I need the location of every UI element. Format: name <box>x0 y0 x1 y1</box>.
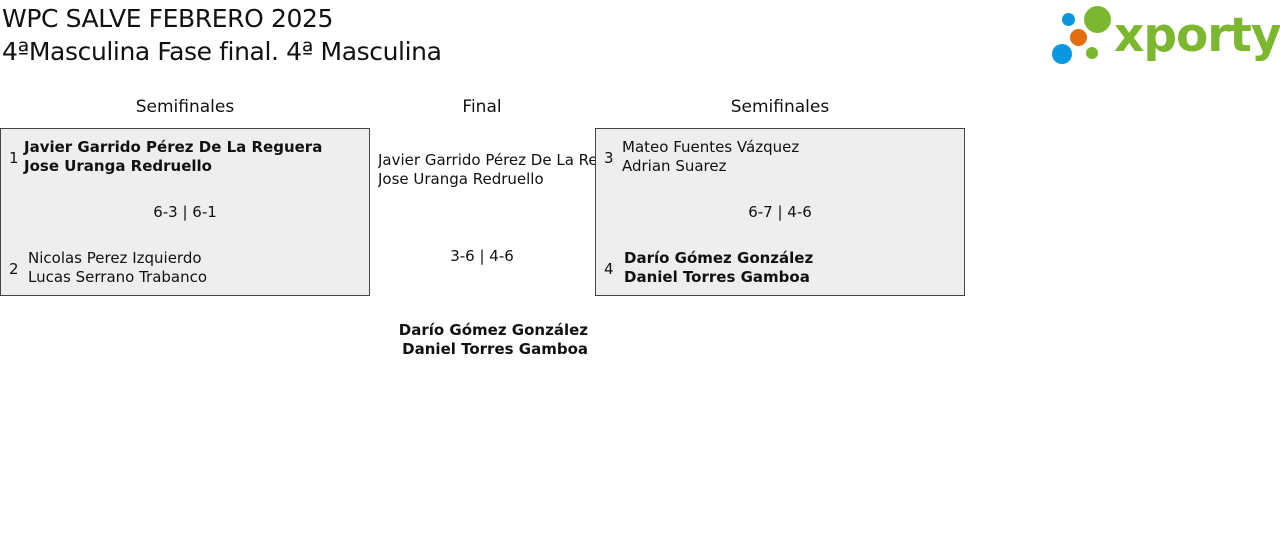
logo-dot-green-large <box>1084 6 1111 33</box>
match-semifinal-right[interactable]: 3 Mateo Fuentes Vázquez Adrian Suarez 6-… <box>595 128 965 296</box>
seed-number: 4 <box>604 260 614 278</box>
match-score: 3-6 | 4-6 <box>450 247 514 265</box>
match-score: 6-3 | 6-1 <box>153 203 217 221</box>
tournament-title: WPC SALVE FEBRERO 2025 <box>2 4 333 33</box>
player-name: Daniel Torres Gamboa <box>624 268 810 286</box>
match-semifinal-left[interactable]: 1 Javier Garrido Pérez De La Reguera Jos… <box>0 128 370 296</box>
player-name: Adrian Suarez <box>622 157 727 175</box>
team-entry-winner[interactable]: Javier Garrido Pérez De La Reguera Jose … <box>24 138 322 176</box>
player-name: Lucas Serrano Trabanco <box>28 268 208 286</box>
player-name: Javier Garrido Pérez De La Reguera <box>378 151 595 169</box>
column-header-semifinals-right: Semifinales <box>730 97 830 117</box>
final-team-top[interactable]: Javier Garrido Pérez De La Reguera Jose … <box>378 151 595 189</box>
player-name: Mateo Fuentes Vázquez <box>622 138 800 156</box>
player-name: Nicolas Perez Izquierdo <box>28 249 202 267</box>
logo-dot-green-small <box>1086 47 1098 59</box>
player-name: Javier Garrido Pérez De La Reguera <box>24 138 323 156</box>
page-title: WPC SALVE FEBRERO 2025 4ªMasculina Fase … <box>2 2 442 68</box>
team-entry-winner[interactable]: Darío Gómez González Daniel Torres Gambo… <box>624 249 813 287</box>
player-name: Jose Uranga Redruello <box>378 170 544 188</box>
player-name: Darío Gómez González <box>398 321 588 339</box>
column-header-final: Final <box>462 97 502 117</box>
column-header-semifinals-left: Semifinales <box>135 97 235 117</box>
category-title: 4ªMasculina Fase final. 4ª Masculina <box>2 37 442 66</box>
xporty-logo[interactable]: xporty <box>1050 4 1280 68</box>
logo-dot-orange <box>1070 29 1087 46</box>
final-team-winner[interactable]: Darío Gómez González Daniel Torres Gambo… <box>399 321 588 359</box>
match-score: 6-7 | 4-6 <box>748 203 812 221</box>
logo-dot-blue-large <box>1052 44 1072 64</box>
logo-dot-blue-small <box>1062 13 1075 26</box>
team-entry[interactable]: Nicolas Perez Izquierdo Lucas Serrano Tr… <box>28 249 207 287</box>
logo-wordmark: xporty <box>1114 8 1280 63</box>
player-name: Darío Gómez González <box>624 249 814 267</box>
team-entry[interactable]: Mateo Fuentes Vázquez Adrian Suarez <box>622 138 799 176</box>
seed-number: 2 <box>9 260 19 278</box>
player-name: Jose Uranga Redruello <box>24 157 212 175</box>
player-name: Daniel Torres Gamboa <box>402 340 588 358</box>
seed-number: 1 <box>9 149 19 167</box>
seed-number: 3 <box>604 149 614 167</box>
